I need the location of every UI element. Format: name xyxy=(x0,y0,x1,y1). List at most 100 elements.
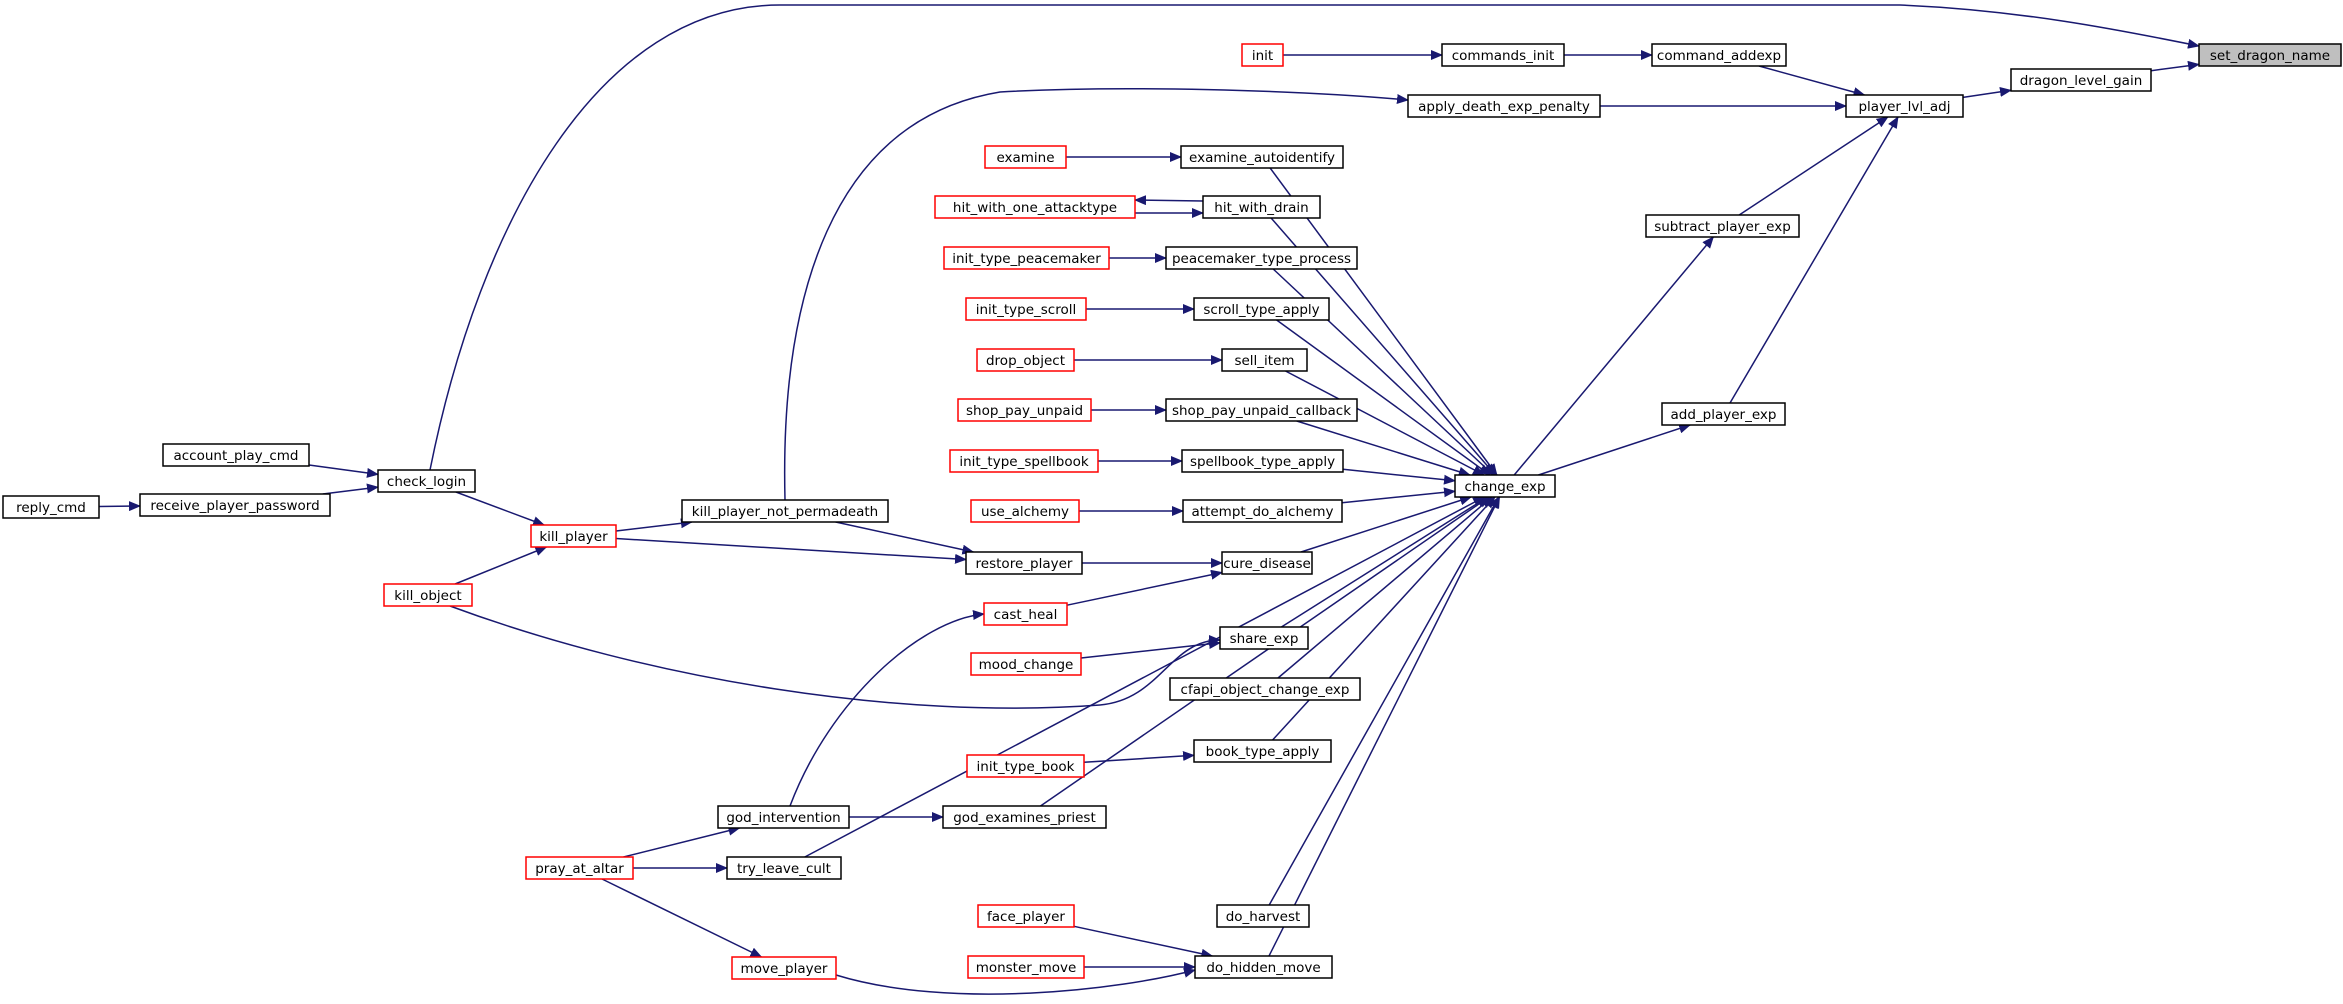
node-command_addexp[interactable]: command_addexp xyxy=(1651,43,1787,67)
node-label: do_hidden_move xyxy=(1206,960,1320,976)
node-do_hidden_move[interactable]: do_hidden_move xyxy=(1194,955,1333,979)
node-mood_change[interactable]: mood_change xyxy=(970,652,1082,676)
node-box xyxy=(1454,474,1556,498)
node-box xyxy=(530,524,617,548)
node-receive_player_password[interactable]: receive_player_password xyxy=(139,493,331,517)
edge-hit_with_drain-to-hit_with_one_attacktype xyxy=(1134,195,1204,206)
node-commands_init[interactable]: commands_init xyxy=(1441,43,1565,67)
node-examine_autoidentify[interactable]: examine_autoidentify xyxy=(1180,145,1344,169)
edge-check_login-to-set_dragon_name xyxy=(429,4,2200,471)
edge-reply_cmd-to-receive_player_password xyxy=(98,501,141,512)
node-set_dragon_name[interactable]: set_dragon_name xyxy=(2198,43,2342,67)
node-box xyxy=(949,449,1099,473)
node-monster_move[interactable]: monster_move xyxy=(967,955,1085,979)
node-layer: set_dragon_name dragon_level_gain player_l… xyxy=(2,43,2342,980)
node-pray_at_altar[interactable]: pray_at_altar xyxy=(525,856,634,880)
node-hit_with_drain[interactable]: hit_with_drain xyxy=(1202,195,1321,219)
node-box xyxy=(970,652,1082,676)
node-label: kill_object xyxy=(394,588,461,604)
node-label: move_player xyxy=(741,961,828,977)
node-use_alchemy[interactable]: use_alchemy xyxy=(970,499,1080,523)
node-label: add_player_exp xyxy=(1671,407,1777,423)
node-label: attempt_do_alchemy xyxy=(1192,504,1334,520)
node-label: subtract_player_exp xyxy=(1654,219,1791,235)
node-god_intervention[interactable]: god_intervention xyxy=(717,805,850,829)
node-peacemaker_type_process[interactable]: peacemaker_type_process xyxy=(1165,246,1358,270)
node-shop_pay_unpaid_callback[interactable]: shop_pay_unpaid_callback xyxy=(1165,398,1358,422)
node-label: cure_disease xyxy=(1223,556,1311,572)
edge-shop_pay_unpaid_callback-to-change_exp xyxy=(1296,420,1471,477)
node-subtract_player_exp[interactable]: subtract_player_exp xyxy=(1645,214,1800,238)
node-init_type_book[interactable]: init_type_book xyxy=(966,754,1085,778)
node-box xyxy=(934,195,1136,219)
node-box xyxy=(967,955,1085,979)
node-cfapi_object_change_exp[interactable]: cfapi_object_change_exp xyxy=(1169,677,1361,701)
node-kill_player_not_permadeath[interactable]: kill_player_not_permadeath xyxy=(681,499,889,523)
node-kill_player[interactable]: kill_player xyxy=(530,524,617,548)
node-kill_object[interactable]: kill_object xyxy=(383,583,473,607)
node-dragon_level_gain[interactable]: dragon_level_gain xyxy=(2010,68,2152,92)
node-apply_death_exp_penalty[interactable]: apply_death_exp_penalty xyxy=(1407,94,1601,118)
node-move_player[interactable]: move_player xyxy=(731,956,837,980)
node-restore_player[interactable]: restore_player xyxy=(965,551,1083,575)
edge-kill_player_not_permadeath-to-apply_death_exp_penalty xyxy=(783,87,1409,501)
node-player_lvl_adj[interactable]: player_lvl_adj xyxy=(1845,94,1964,118)
node-drop_object[interactable]: drop_object xyxy=(976,348,1075,372)
node-box xyxy=(983,602,1068,626)
node-init[interactable]: init xyxy=(1241,43,1284,67)
node-init_type_spellbook[interactable]: init_type_spellbook xyxy=(949,449,1099,473)
node-box xyxy=(1407,94,1601,118)
node-face_player[interactable]: face_player xyxy=(977,904,1075,928)
node-add_player_exp[interactable]: add_player_exp xyxy=(1661,402,1786,426)
node-check_login[interactable]: check_login xyxy=(377,469,476,493)
node-box xyxy=(965,551,1083,575)
node-change_exp[interactable]: change_exp xyxy=(1454,474,1556,498)
node-label: mood_change xyxy=(979,657,1074,673)
node-label: init_type_peacemaker xyxy=(952,251,1101,267)
edge-try_leave_cult-to-change_exp xyxy=(804,496,1486,858)
node-box xyxy=(1193,297,1330,321)
node-reply_cmd[interactable]: reply_cmd xyxy=(2,495,100,519)
node-examine[interactable]: examine xyxy=(984,145,1067,169)
edge-command_addexp-to-player_lvl_adj xyxy=(1758,65,1866,97)
node-box xyxy=(1180,145,1344,169)
node-sell_item[interactable]: sell_item xyxy=(1221,348,1308,372)
node-label: do_harvest xyxy=(1226,909,1301,925)
node-cast_heal[interactable]: cast_heal xyxy=(983,602,1068,626)
node-label: init_type_spellbook xyxy=(959,454,1089,470)
node-god_examines_priest[interactable]: god_examines_priest xyxy=(942,805,1107,829)
edge-subtract_player_exp-to-player_lvl_adj xyxy=(1738,116,1889,216)
node-account_play_cmd[interactable]: account_play_cmd xyxy=(162,443,310,467)
node-label: init_type_book xyxy=(977,759,1075,775)
node-spellbook_type_apply[interactable]: spellbook_type_apply xyxy=(1181,449,1344,473)
node-share_exp[interactable]: share_exp xyxy=(1219,626,1309,650)
edge-change_exp-to-add_player_exp xyxy=(1538,423,1692,476)
node-label: share_exp xyxy=(1230,631,1299,647)
node-book_type_apply[interactable]: book_type_apply xyxy=(1193,739,1332,763)
node-try_leave_cult[interactable]: try_leave_cult xyxy=(726,856,842,880)
node-box xyxy=(957,398,1092,422)
node-label: cast_heal xyxy=(994,607,1058,623)
edge-check_login-to-kill_player xyxy=(455,491,546,526)
node-label: examine_autoidentify xyxy=(1189,150,1335,166)
node-hit_with_one_attacktype[interactable]: hit_with_one_attacktype xyxy=(934,195,1136,219)
node-init_type_scroll[interactable]: init_type_scroll xyxy=(965,297,1087,321)
node-box xyxy=(1441,43,1565,67)
node-init_type_peacemaker[interactable]: init_type_peacemaker xyxy=(943,246,1110,270)
node-label: monster_move xyxy=(976,960,1077,976)
node-box xyxy=(1661,402,1786,426)
edge-cast_heal-to-cure_disease xyxy=(1066,569,1223,606)
node-label: init_type_scroll xyxy=(976,302,1076,318)
node-shop_pay_unpaid[interactable]: shop_pay_unpaid xyxy=(957,398,1092,422)
node-attempt_do_alchemy[interactable]: attempt_do_alchemy xyxy=(1182,499,1343,523)
edge-move_player-to-do_hidden_move xyxy=(835,967,1196,995)
node-label: kill_player_not_permadeath xyxy=(692,504,878,520)
node-label: god_examines_priest xyxy=(953,810,1096,826)
node-do_harvest[interactable]: do_harvest xyxy=(1216,904,1310,928)
node-label: try_leave_cult xyxy=(737,861,831,877)
edge-layer xyxy=(98,4,2200,995)
node-cure_disease[interactable]: cure_disease xyxy=(1221,551,1313,575)
node-label: check_login xyxy=(387,474,466,490)
edge-spellbook_type_apply-to-change_exp xyxy=(1342,468,1456,485)
node-scroll_type_apply[interactable]: scroll_type_apply xyxy=(1193,297,1330,321)
